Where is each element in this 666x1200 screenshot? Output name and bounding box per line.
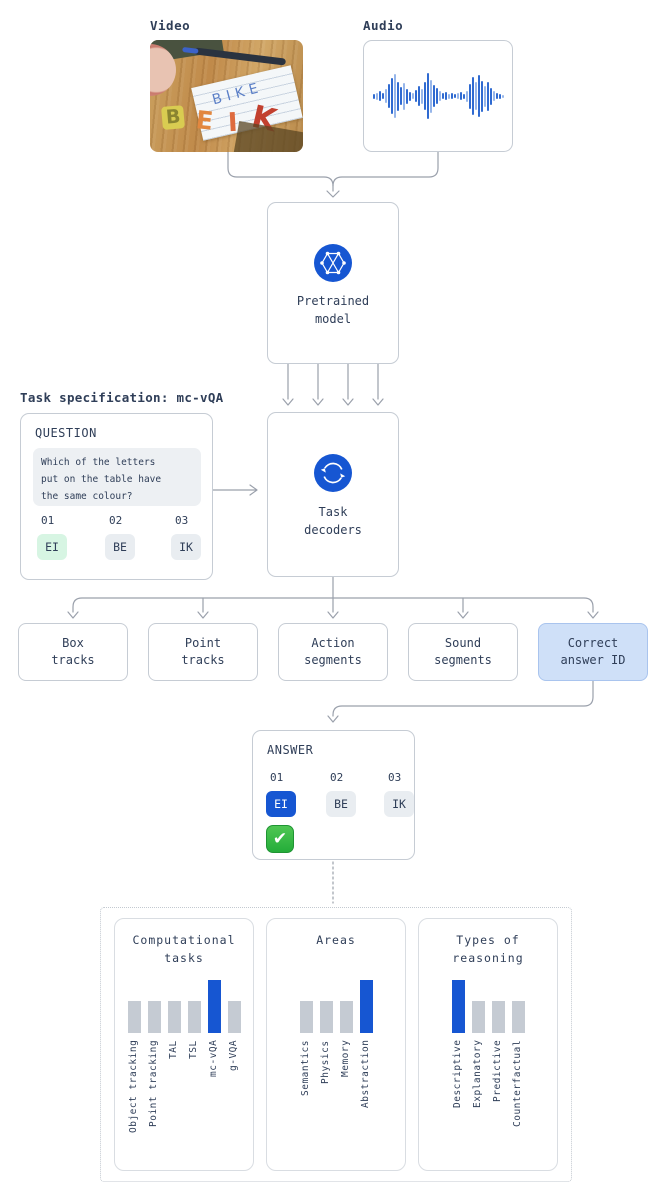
network-icon (314, 244, 352, 282)
question-text: Which of the letters put on the table ha… (33, 448, 201, 506)
answer-option-3: 03 IK (384, 771, 414, 817)
bar-label: Point tracking (147, 1040, 159, 1128)
bar-label: TAL (167, 1040, 179, 1059)
bar-label: g-VQA (227, 1040, 239, 1072)
bar-label: Memory (339, 1040, 351, 1078)
bar (319, 1001, 333, 1033)
audio-label: Audio (363, 18, 404, 33)
foam-letter-e: E (194, 105, 215, 136)
check-icon: ✔ (266, 825, 294, 853)
bar-labels: Object tracking Point tracking TAL TSL m… (115, 1040, 253, 1172)
video-label: Video (150, 18, 191, 33)
option-number: 01 (270, 771, 284, 784)
card-types-of-reasoning: Types of reasoning Descriptive Explanato… (418, 918, 558, 1171)
option-number: 03 (388, 771, 402, 784)
answer-chip-selected: EI (266, 791, 296, 817)
option-chip: BE (105, 534, 135, 560)
question-option-1: 01 EI (37, 514, 67, 560)
option-number: 02 (109, 514, 123, 527)
option-chip-correct: EI (37, 534, 67, 560)
output-sound-segments: Sound segments (408, 623, 518, 681)
question-option-2: 02 BE (105, 514, 135, 560)
card-title: Computational tasks (132, 933, 236, 965)
bar-label: Abstraction (359, 1040, 371, 1109)
answer-chip: BE (326, 791, 356, 817)
bar-label: Object tracking (127, 1040, 139, 1134)
output-point-tracks: Point tracks (148, 623, 258, 681)
bar (227, 1001, 241, 1033)
task-spec-title: Task specification: mc-vQA (20, 390, 224, 405)
card-computational-tasks: Computational tasks Object tracking Poin… (114, 918, 254, 1171)
video-thumbnail: BIKE B E I K (150, 40, 303, 152)
card-title: Types of reasoning (452, 933, 524, 965)
pretrained-model-label: Pretrained model (296, 294, 370, 326)
bar-label: mc-vQA (207, 1040, 219, 1078)
pretrained-model-box: Pretrained model (267, 202, 399, 364)
bar (491, 1001, 505, 1033)
question-box: QUESTION Which of the letters put on the… (20, 413, 213, 580)
bar (147, 1001, 161, 1033)
card-title: Areas (316, 933, 356, 947)
option-number: 02 (330, 771, 344, 784)
question-heading: QUESTION (35, 426, 97, 440)
answer-chip: IK (384, 791, 414, 817)
bar-highlighted (451, 980, 465, 1033)
answer-option-2: 02 BE (326, 771, 356, 817)
task-decoders-box: Task decoders (267, 412, 399, 577)
taxonomy-container: Computational tasks Object tracking Poin… (100, 907, 572, 1182)
answer-heading: ANSWER (267, 743, 314, 757)
foam-letter-b: B (161, 105, 186, 130)
bar-chart (419, 978, 557, 1033)
audio-box (363, 40, 513, 152)
bar-labels: Semantics Physics Memory Abstraction (267, 1040, 405, 1172)
bar-label: Descriptive (451, 1040, 463, 1109)
option-number: 03 (175, 514, 189, 527)
answer-option-1: 01 EI (266, 771, 296, 817)
output-correct-answer-id: Correct answer ID (538, 623, 648, 681)
question-option-3: 03 IK (171, 514, 201, 560)
bar (187, 1001, 201, 1033)
output-action-segments: Action segments (278, 623, 388, 681)
bar-highlighted (359, 980, 373, 1033)
card-areas: Areas Semantics Physics Memory Abstracti… (266, 918, 406, 1171)
bar (299, 1001, 313, 1033)
sync-icon (314, 454, 352, 492)
bar (511, 1001, 525, 1033)
task-decoders-label: Task decoders (304, 505, 362, 537)
option-chip: IK (171, 534, 201, 560)
bar-chart (267, 978, 405, 1033)
bar-label: Physics (319, 1040, 331, 1084)
audio-waveform-icon (372, 72, 504, 120)
bar (127, 1001, 141, 1033)
bar (471, 1001, 485, 1033)
bar-chart (115, 978, 253, 1033)
answer-box: ANSWER 01 EI 02 BE 03 IK ✔ (252, 730, 415, 860)
bar-label: Predictive (491, 1040, 503, 1103)
bar (339, 1001, 353, 1033)
bar-label: Explanatory (471, 1040, 483, 1109)
bar (167, 1001, 181, 1033)
bar-label: TSL (187, 1040, 199, 1059)
bar-label: Counterfactual (511, 1040, 523, 1128)
bar-label: Semantics (299, 1040, 311, 1096)
output-box-tracks: Box tracks (18, 623, 128, 681)
option-number: 01 (41, 514, 55, 527)
bar-labels: Descriptive Explanatory Predictive Count… (419, 1040, 557, 1172)
bar-highlighted (207, 980, 221, 1033)
